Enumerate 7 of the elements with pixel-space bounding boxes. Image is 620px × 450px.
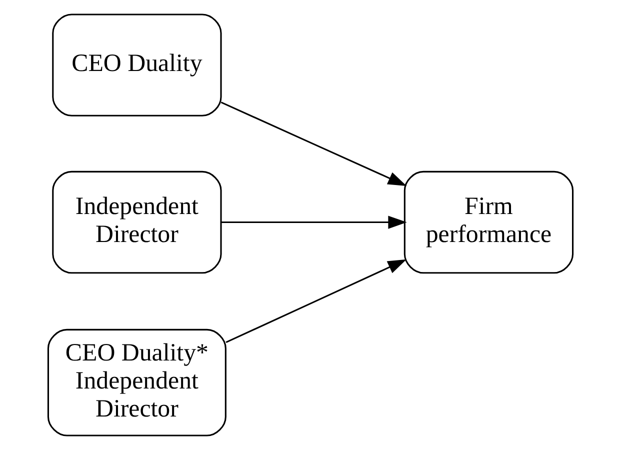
arrow: [220, 216, 406, 229]
node-box: CEO Duality* Independent Director: [46, 328, 226, 436]
node-box: CEO Duality: [52, 14, 222, 116]
arrow: [225, 259, 406, 344]
node-box: Independent Director: [52, 170, 222, 274]
node-box: Firm performance: [403, 170, 574, 274]
arrow: [220, 102, 406, 186]
